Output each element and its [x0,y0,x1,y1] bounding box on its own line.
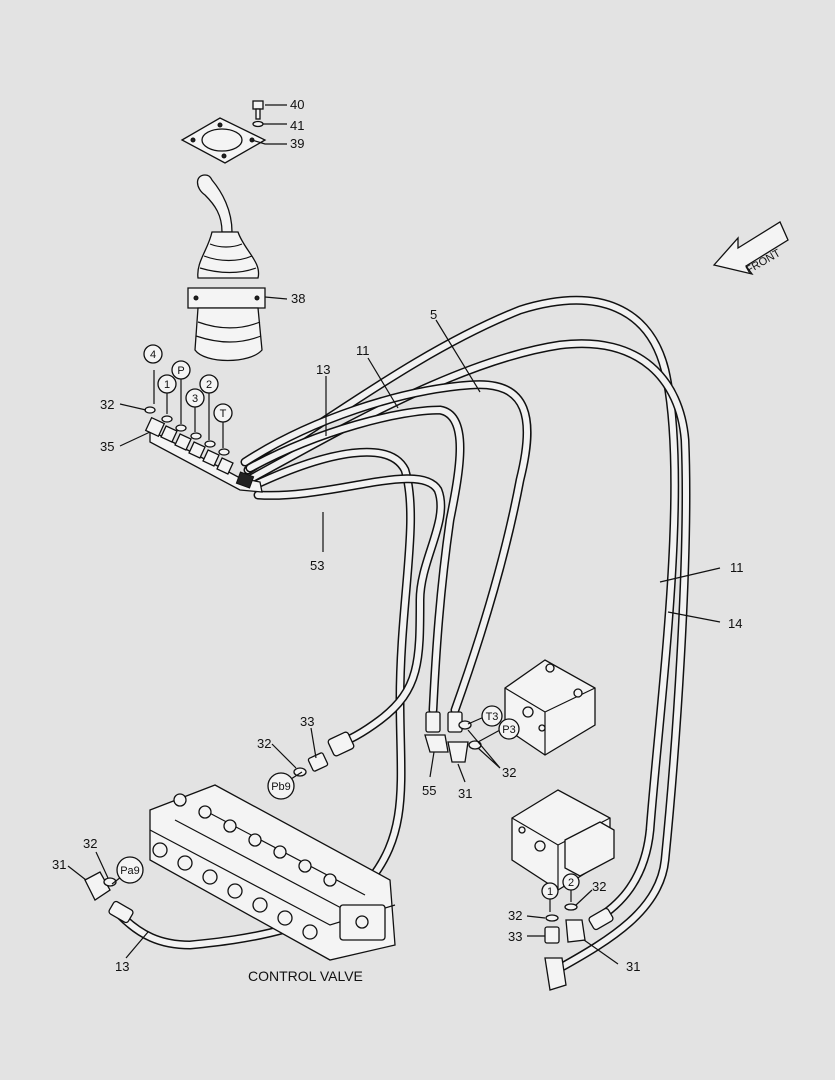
part-53: 53 [310,558,324,573]
port-p3: P3 [502,724,515,736]
part-35: 35 [100,439,114,454]
part-13-upper: 13 [316,362,330,377]
part-14: 14 [728,616,742,631]
part-5: 5 [430,307,437,322]
part-32-pa9: 32 [83,836,97,851]
part-41: 41 [290,118,304,133]
part-39: 39 [290,136,304,151]
port-callouts: 4 1 P 2 3 T T3 P3 Pb9 Pa9 1 2 [116,344,580,900]
spool-fittings [152,793,337,940]
port-3: 3 [192,393,198,405]
part-31-mid: 31 [458,786,472,801]
part-13-lower: 13 [115,959,129,974]
part-11-upper: 11 [356,343,370,358]
part-32-mid: 32 [502,765,516,780]
control-valve-assembly [149,784,396,961]
part-55: 55 [422,783,436,798]
part-32-manifold: 32 [100,397,114,412]
part-31-lower: 31 [626,959,640,974]
control-valve-label: CONTROL VALVE [248,968,363,984]
pilot-manifold [144,406,263,493]
port-valve-2: 2 [568,877,574,889]
part-32-pb9: 32 [257,736,271,751]
part-38: 38 [291,291,305,306]
port-2: 2 [206,379,212,391]
port-pb9: Pb9 [271,781,291,793]
port-pa9: Pa9 [120,865,140,877]
part-32-valve-left: 32 [508,908,522,923]
leader-lines [67,104,721,965]
front-direction-arrow: FRONT [712,221,789,277]
fittings [84,711,614,991]
part-40: 40 [290,97,304,112]
hose-bundle [115,295,691,973]
part-33-lower: 33 [508,929,522,944]
port-t: T [220,408,227,420]
part-32-valve-right: 32 [592,879,606,894]
port-1: 1 [164,379,170,391]
port-valve-1: 1 [547,886,553,898]
port-4: 4 [150,349,156,361]
part-11-right: 11 [730,560,744,575]
part-33-upper: 33 [300,714,314,729]
part-numbers: 40 41 39 38 5 11 13 53 32 35 11 14 33 32… [52,97,744,974]
part-31-left: 31 [52,857,66,872]
joystick-assembly [180,100,267,362]
port-p: P [177,365,184,377]
valve-block-lower [511,789,615,891]
valve-block-upper [504,659,596,756]
port-t3: T3 [486,711,499,723]
